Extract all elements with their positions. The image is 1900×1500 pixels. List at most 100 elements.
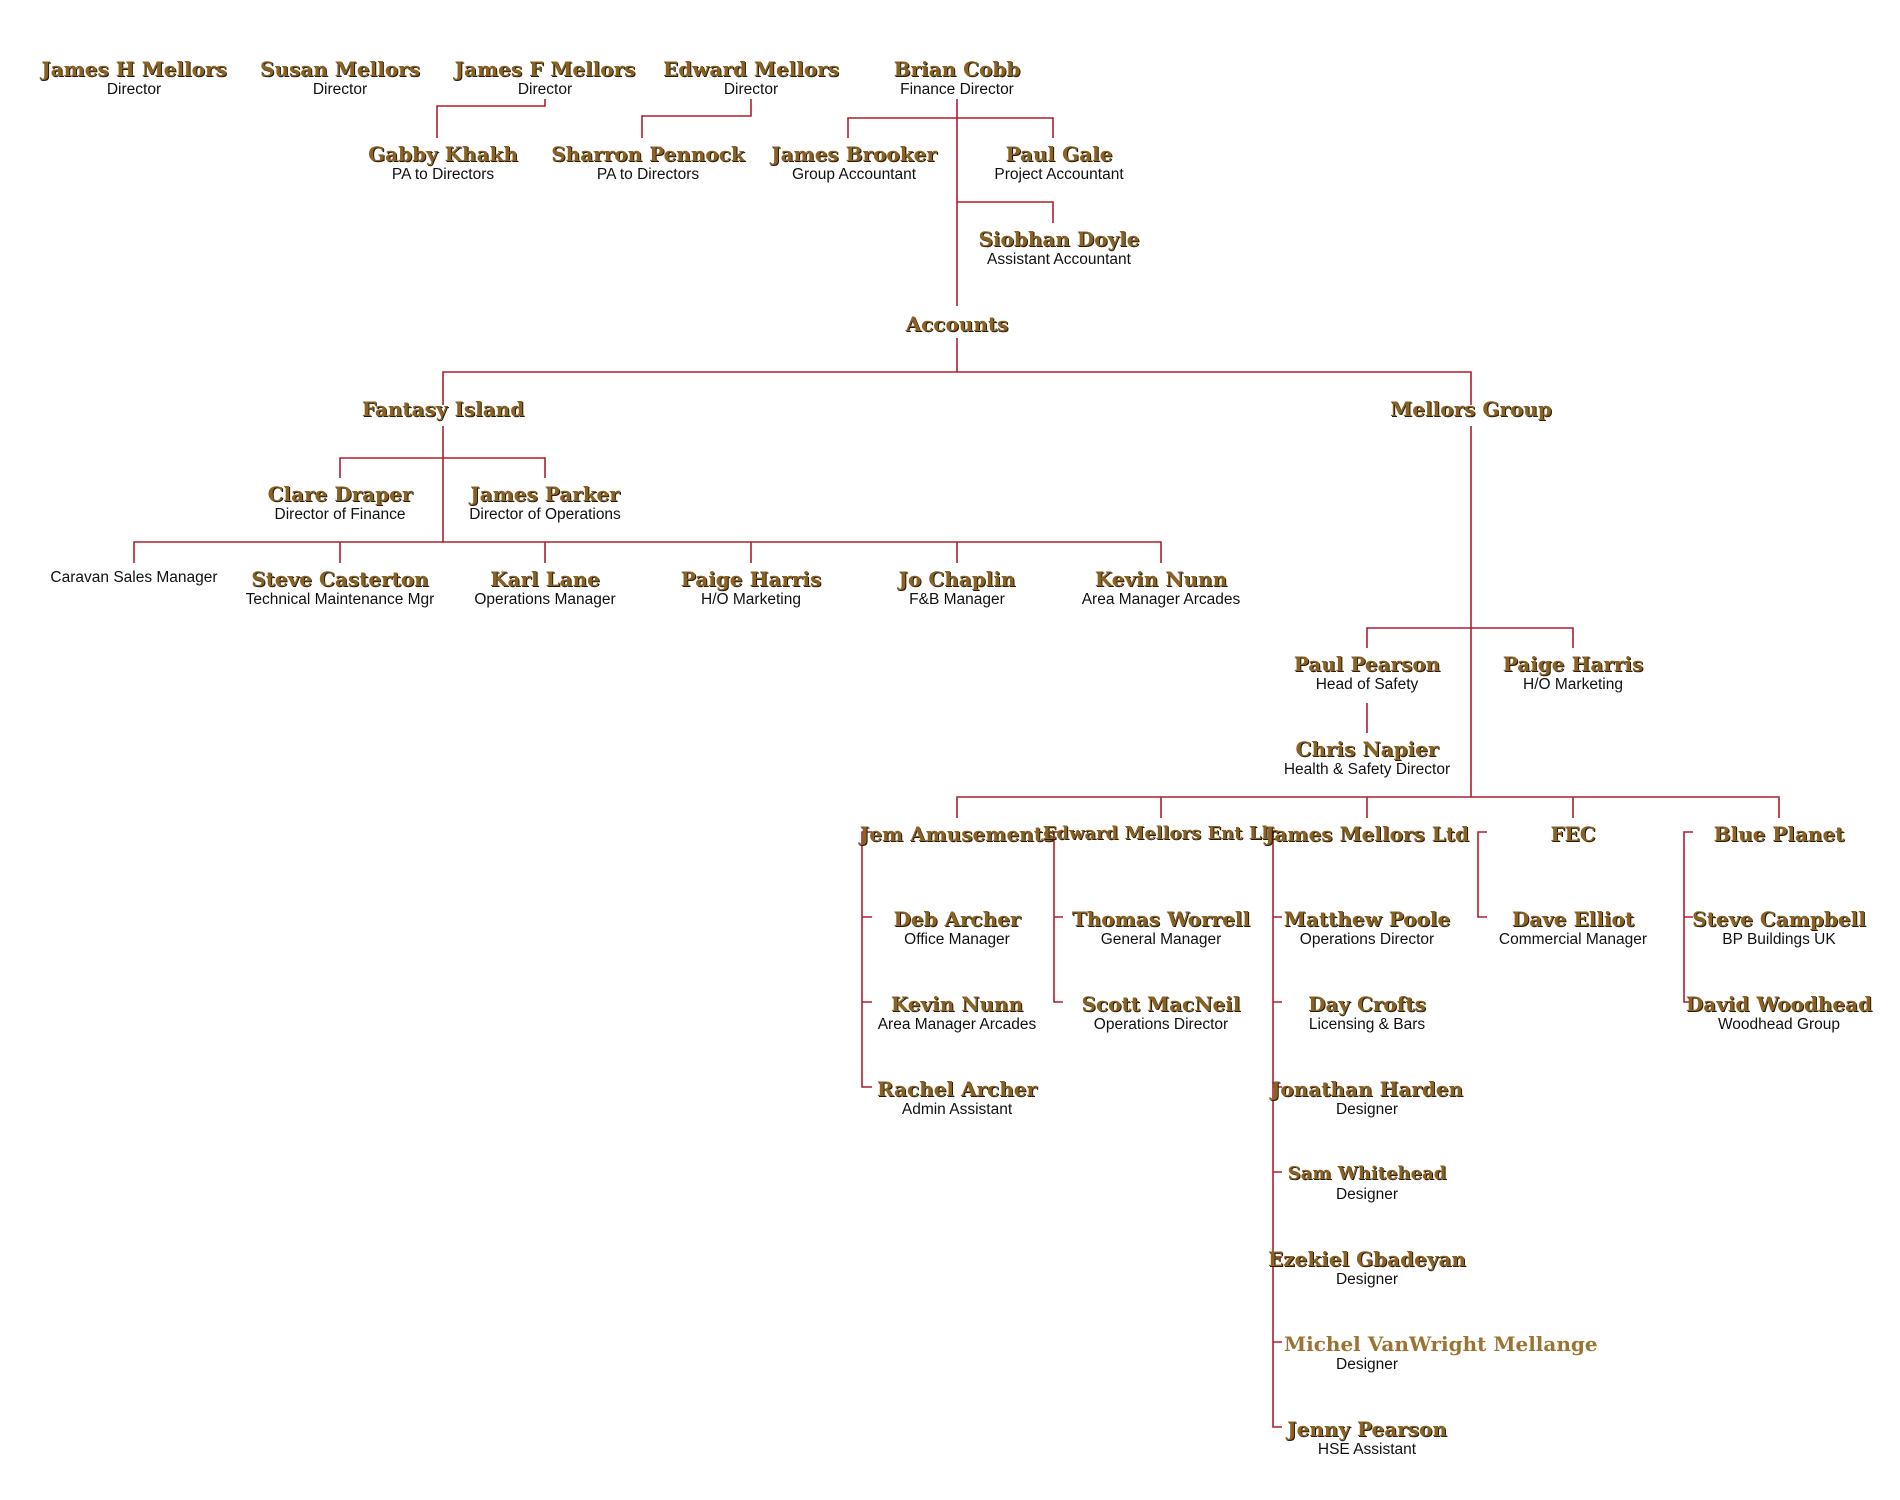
company-name: Edward Mellors Ent Llc	[1042, 823, 1280, 844]
person-name: James F Mellors	[454, 57, 636, 81]
node-kevin-nunn-fantasy: Kevin Nunn Area Manager Arcades	[1031, 568, 1291, 609]
connector-mellors-safety	[1366, 627, 1574, 648]
node-rachel-archer: Rachel Archer Admin Assistant	[827, 1078, 1087, 1119]
node-matthew-poole: Matthew Poole Operations Director	[1237, 908, 1497, 949]
person-name: Michel VanWright Mellange	[1284, 1332, 1598, 1356]
person-title: Designer	[1335, 1271, 1399, 1288]
person-title: Operations Director	[1299, 931, 1435, 948]
node-david-woodhead: David Woodhead Woodhead Group	[1649, 993, 1900, 1034]
node-fantasy-island: Fantasy Island	[313, 398, 573, 420]
node-sam-whitehead: Sam Whitehead Designer	[1237, 1163, 1497, 1204]
company-name: Jem Amusements	[859, 822, 1055, 846]
person-title: HSE Assistant	[1317, 1441, 1417, 1458]
person-name: Steve Casterton	[251, 567, 429, 591]
node-chris-napier: Chris Napier Health & Safety Director	[1237, 738, 1497, 779]
node-day-crofts: Day Crofts Licensing & Bars	[1237, 993, 1497, 1034]
company-name: James Mellors Ltd	[1265, 822, 1469, 846]
person-name: Edward Mellors	[662, 57, 840, 81]
person-title: Technical Maintenance Mgr	[245, 591, 435, 608]
node-james-brooker: James Brooker Group Accountant	[724, 143, 984, 184]
node-accounts: Accounts	[827, 313, 1087, 335]
person-name: Deb Archer	[893, 907, 1021, 931]
connector-edent-staff	[1053, 831, 1063, 1003]
person-title: Director of Operations	[469, 506, 621, 523]
node-paul-gale: Paul Gale Project Accountant	[929, 143, 1189, 184]
person-title: General Manager	[1100, 931, 1222, 948]
person-name: Brian Cobb	[893, 57, 1021, 81]
person-name: Kevin Nunn	[890, 992, 1024, 1016]
person-name: Jonathan Harden	[1270, 1077, 1464, 1101]
node-james-parker: James Parker Director of Operations	[415, 483, 675, 524]
person-title: Area Manager Arcades	[877, 1016, 1037, 1033]
connector-jem-staff	[861, 831, 872, 1088]
person-name: James Parker	[470, 482, 620, 506]
connector-cobb-siobhan	[957, 201, 1054, 223]
company-name: FEC	[1550, 822, 1596, 846]
node-siobhan-doyle: Siobhan Doyle Assistant Accountant	[929, 228, 1189, 269]
person-title: Office Manager	[904, 931, 1010, 948]
connector-jfmellors-gabby	[436, 99, 546, 138]
node-edward-mellors: Edward Mellors Director	[621, 58, 881, 99]
person-name: Paul Pearson	[1293, 652, 1441, 676]
node-james-mellors-ltd: James Mellors Ltd	[1237, 823, 1497, 845]
connector-fantasy-managers	[133, 541, 1162, 563]
node-caravan-sales-manager: Caravan Sales Manager	[4, 568, 264, 587]
person-title: H/O Marketing	[1523, 676, 1623, 693]
node-ezekiel-gbadeyan: Ezekiel Gbadeyan Designer	[1237, 1248, 1497, 1289]
person-name: Steve Campbell	[1692, 907, 1866, 931]
connector-jml-staff	[1272, 831, 1282, 1428]
person-name: Chris Napier	[1295, 737, 1439, 761]
node-blue-planet: Blue Planet	[1649, 823, 1900, 845]
person-name: Rachel Archer	[876, 1077, 1038, 1101]
company-name: Blue Planet	[1713, 822, 1845, 846]
node-edward-mellors-ent: Edward Mellors Ent Llc	[1031, 823, 1291, 845]
person-name: Scott MacNeil	[1081, 992, 1241, 1016]
person-title: Finance Director	[900, 81, 1014, 98]
node-jonathan-harden: Jonathan Harden Designer	[1237, 1078, 1497, 1119]
person-title: Designer	[1335, 1186, 1399, 1203]
node-paige-harris-fantasy: Paige Harris H/O Marketing	[621, 568, 881, 609]
department-name: Mellors Group	[1390, 397, 1552, 421]
person-title: Designer	[1336, 1356, 1399, 1373]
node-paige-harris-mellors: Paige Harris H/O Marketing	[1443, 653, 1703, 694]
person-name: Kevin Nunn	[1094, 567, 1228, 591]
person-name: Paige Harris	[680, 567, 822, 591]
node-mellors-group: Mellors Group	[1341, 398, 1601, 420]
node-jo-chaplin: Jo Chaplin F&B Manager	[827, 568, 1087, 609]
person-name: Paige Harris	[1502, 652, 1644, 676]
node-clare-draper: Clare Draper Director of Finance	[210, 483, 470, 524]
person-title: Group Accountant	[791, 166, 917, 183]
person-title: Director of Finance	[274, 506, 406, 523]
person-name: Jenny Pearson	[1287, 1417, 1447, 1441]
connector-fec-staff	[1477, 831, 1487, 918]
person-title: Health & Safety Director	[1283, 761, 1451, 778]
person-title: Operations Director	[1093, 1016, 1229, 1033]
person-title: PA to Directors	[391, 166, 495, 183]
person-name: Ezekiel Gbadeyan	[1268, 1247, 1466, 1271]
person-name: David Woodhead	[1685, 992, 1873, 1016]
node-deb-archer: Deb Archer Office Manager	[827, 908, 1087, 949]
node-kevin-nunn-jem: Kevin Nunn Area Manager Arcades	[827, 993, 1087, 1034]
person-title: Head of Safety	[1315, 676, 1419, 693]
person-title: PA to Directors	[596, 166, 700, 183]
node-karl-lane: Karl Lane Operations Manager	[415, 568, 675, 609]
person-name: Siobhan Doyle	[978, 227, 1140, 251]
person-title: Director	[517, 81, 573, 98]
person-title: F&B Manager	[909, 591, 1005, 608]
person-title: Woodhead Group	[1717, 1016, 1841, 1033]
person-title: Caravan Sales Manager	[50, 569, 218, 586]
person-name: Clare Draper	[267, 482, 413, 506]
person-name: James H Mellors	[41, 57, 227, 81]
department-name: Accounts	[905, 312, 1009, 336]
person-name: Matthew Poole	[1283, 907, 1451, 931]
node-dave-elliot: Dave Elliot Commercial Manager	[1443, 908, 1703, 949]
node-steve-casterton: Steve Casterton Technical Maintenance Mg…	[210, 568, 470, 609]
person-name: Susan Mellors	[260, 57, 420, 81]
department-name: Fantasy Island	[361, 397, 525, 421]
node-james-f-mellors: James F Mellors Director	[415, 58, 675, 99]
node-thomas-worrell: Thomas Worrell General Manager	[1031, 908, 1291, 949]
node-brian-cobb: Brian Cobb Finance Director	[827, 58, 1087, 99]
person-title: Licensing & Bars	[1308, 1016, 1426, 1033]
